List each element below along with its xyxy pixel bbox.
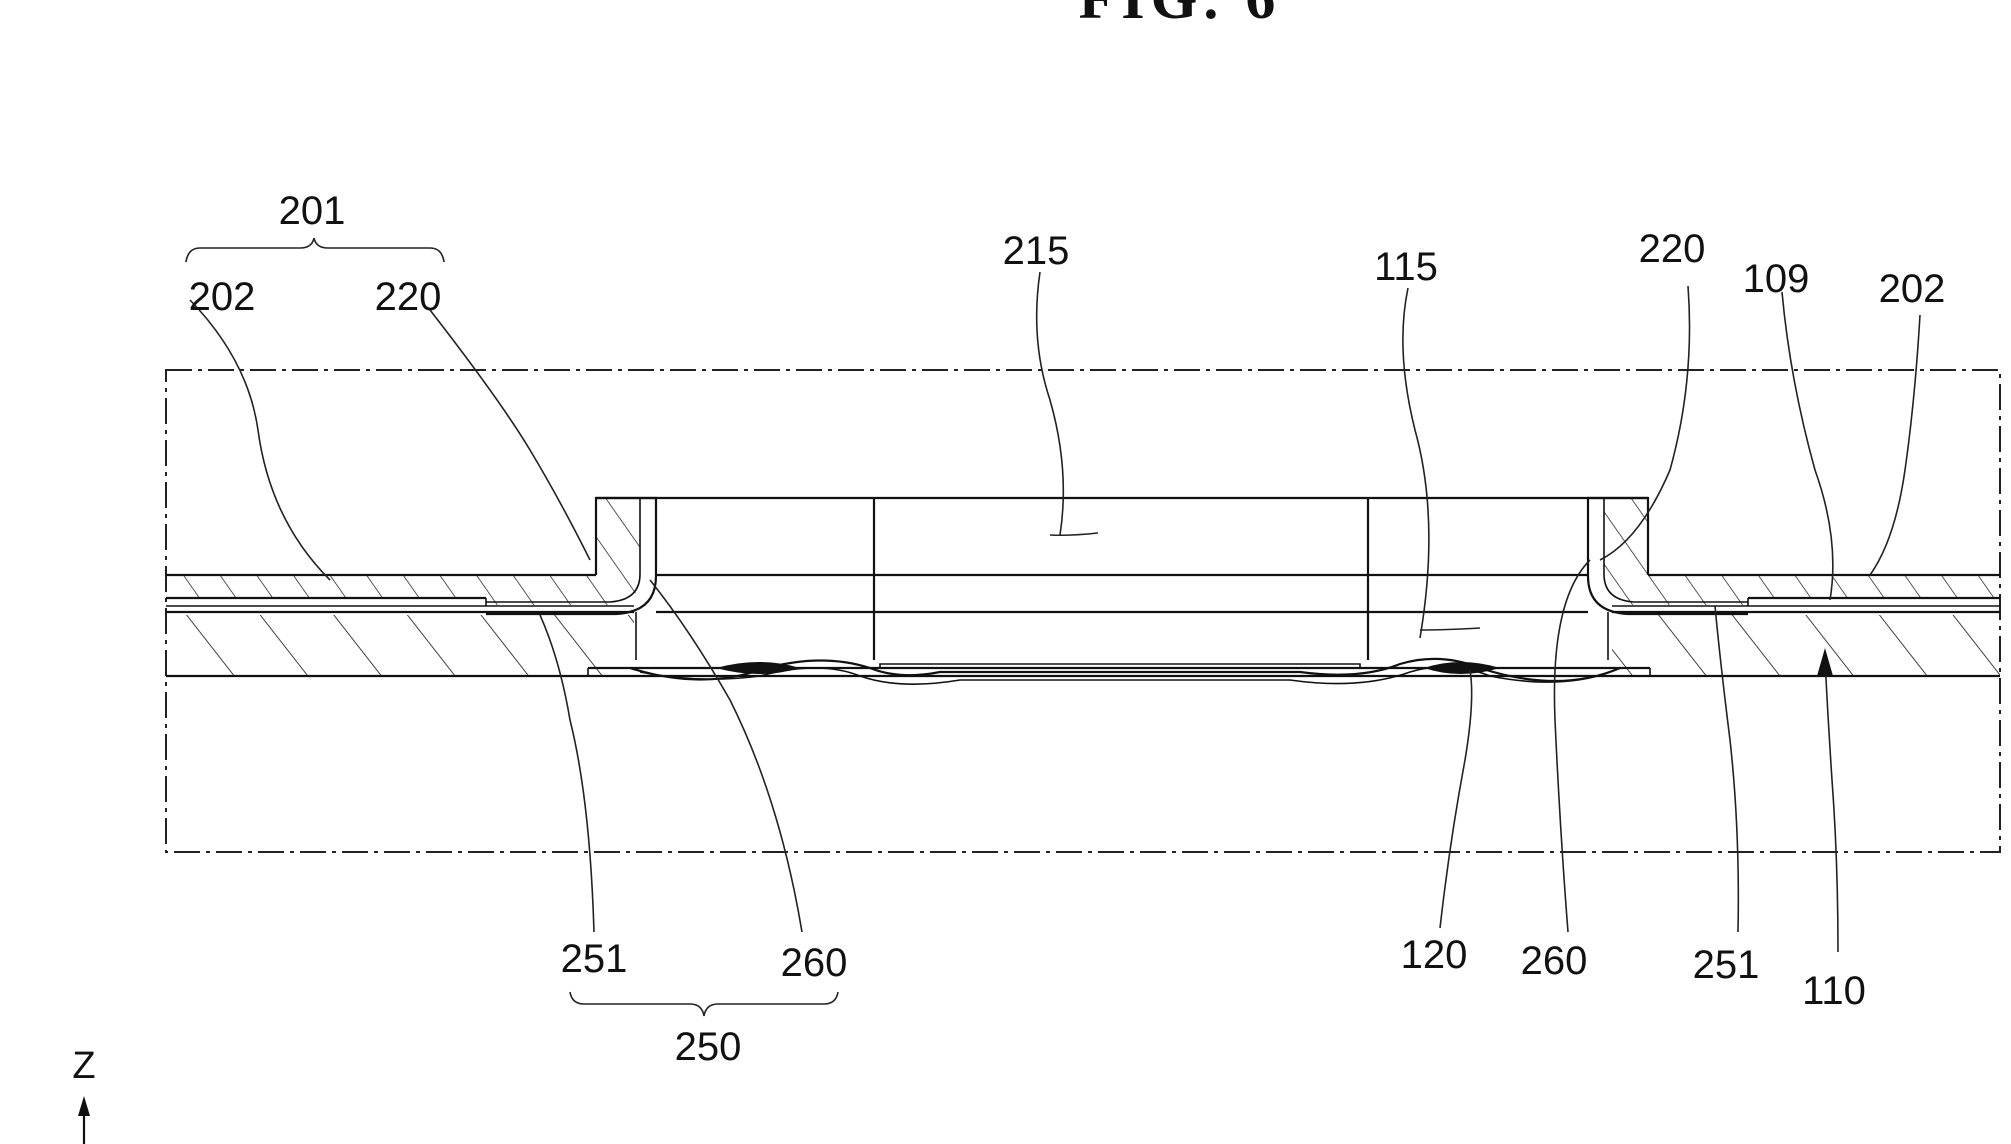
- label-202-left: 202: [189, 275, 256, 319]
- label-201: 201: [279, 189, 346, 233]
- label-202-right: 202: [1879, 267, 1946, 311]
- label-260-right: 260: [1521, 939, 1588, 983]
- central-body-215: [596, 498, 1648, 660]
- label-220-left: 220: [375, 275, 442, 319]
- z-axis-label: Z: [72, 1045, 95, 1087]
- label-109: 109: [1743, 257, 1810, 301]
- label-110: 110: [1802, 969, 1866, 1013]
- label-260-left: 260: [781, 941, 848, 985]
- label-251-left: 251: [561, 937, 628, 981]
- brace-250: [570, 992, 838, 1016]
- label-250: 250: [675, 1025, 742, 1069]
- label-120: 120: [1401, 933, 1468, 977]
- membrane-250: [588, 659, 1650, 684]
- label-220-right: 220: [1639, 227, 1706, 271]
- figure-title: FIG. 6: [1079, 0, 1282, 31]
- label-251-right: 251: [1693, 943, 1760, 987]
- label-215: 215: [1003, 229, 1070, 273]
- label-115: 115: [1374, 245, 1438, 289]
- lower-plate-110: [166, 612, 2000, 676]
- z-axis-arrow-icon: [78, 1096, 90, 1144]
- brace-201: [186, 238, 444, 262]
